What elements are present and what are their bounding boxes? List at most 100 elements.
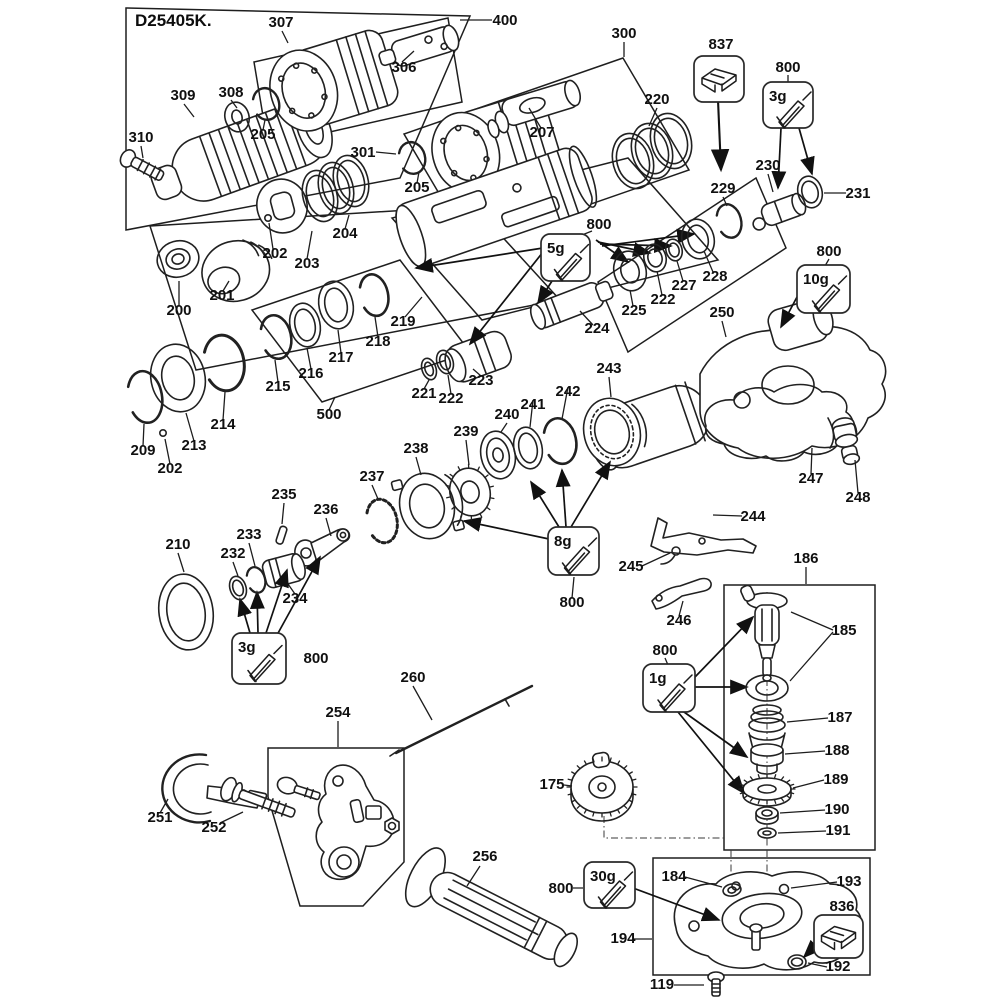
part-screw-119 (707, 971, 725, 997)
group-box-186 (723, 584, 876, 851)
part-label-227: 227 (671, 277, 696, 294)
part-ring (680, 218, 716, 260)
part-label-234: 234 (282, 590, 308, 607)
part-label-191: 191 (825, 822, 850, 839)
part-label-229: 229 (710, 180, 735, 197)
part-label-202: 202 (157, 460, 182, 477)
part-label-222: 222 (438, 390, 463, 407)
part-label-187: 187 (827, 709, 852, 726)
part-label-214: 214 (210, 416, 236, 433)
part-label-837: 837 (708, 36, 733, 53)
part-label-225: 225 (621, 302, 646, 319)
part-label-240: 240 (494, 406, 519, 423)
part-label-836: 836 (829, 898, 854, 915)
part-depth-rod-260 (389, 684, 534, 757)
part-cylinder-219 (395, 145, 598, 268)
part-label-800: 800 (816, 243, 841, 260)
part-ring (722, 883, 742, 897)
part-label-233: 233 (236, 526, 261, 543)
part-ring (611, 132, 655, 190)
grease-amount-label: 1g (649, 670, 667, 687)
part-label-185: 185 (831, 622, 856, 639)
part-label-205: 205 (250, 126, 275, 143)
part-label-245: 245 (618, 558, 643, 575)
grease-packet-3g: 3g (231, 632, 287, 685)
part-label-184: 184 (661, 868, 687, 885)
part-ring (156, 239, 200, 279)
part-circlip (251, 87, 281, 122)
part-piston-234 (261, 553, 306, 589)
part-ring (149, 343, 207, 413)
part-ring (649, 112, 693, 170)
part-gear-hub (460, 480, 480, 504)
part-label-222: 222 (650, 291, 675, 308)
parts-layer (119, 24, 887, 997)
part-label-217: 217 (328, 349, 353, 366)
grease-packet-30g: 30g (583, 861, 636, 909)
part-bearing-190 (755, 806, 779, 825)
grease-packet-8g: 8g (547, 526, 600, 576)
part-label-230: 230 (755, 157, 780, 174)
part-label-308: 308 (218, 84, 243, 101)
part-ring (228, 575, 248, 601)
part-label-306: 306 (391, 59, 416, 76)
part-capnut-201 (201, 239, 273, 303)
part-label-218: 218 (365, 333, 390, 350)
part-ball (778, 883, 790, 895)
leader-lines (140, 19, 859, 986)
part-label-307: 307 (268, 14, 293, 31)
part-label-201: 201 (209, 287, 234, 304)
part-label-800: 800 (303, 650, 328, 667)
clip-kit-box (813, 914, 864, 959)
part-label-190: 190 (824, 801, 849, 818)
part-label-248: 248 (845, 489, 870, 506)
part-label-194: 194 (610, 930, 636, 947)
part-ring (171, 253, 185, 265)
part-clamp-arm-254 (276, 764, 400, 881)
part-label-246: 246 (666, 612, 691, 629)
grease-amount-label: 8g (554, 533, 572, 550)
part-ring (157, 573, 215, 651)
part-label-254: 254 (325, 704, 351, 721)
part-label-237: 237 (359, 468, 384, 485)
part-bolt-252 (220, 776, 296, 818)
part-label-204: 204 (332, 225, 358, 242)
part-circlip (245, 566, 267, 594)
part-ring (223, 101, 251, 133)
part-label-244: 244 (740, 508, 766, 525)
part-label-202: 202 (262, 245, 287, 262)
clip-kit-box (693, 55, 745, 103)
part-clutch-housing-307 (269, 29, 399, 132)
part-label-252: 252 (201, 819, 226, 836)
part-sleeve-188 (750, 743, 784, 775)
part-circlip (259, 313, 293, 361)
part-ring (630, 122, 674, 180)
part-label-192: 192 (825, 958, 850, 975)
part-label-207: 207 (529, 124, 554, 141)
part-ring (745, 674, 789, 702)
part-circlip (542, 417, 578, 466)
part-washer-191 (757, 827, 777, 839)
part-label-209: 209 (130, 442, 155, 459)
part-label-256: 256 (472, 848, 497, 865)
part-circlip (358, 273, 390, 318)
part-ring (664, 238, 684, 262)
part-crank-185 (740, 584, 788, 682)
grease-amount-label: 10g (803, 271, 829, 288)
part-label-224: 224 (584, 320, 610, 337)
part-label-210: 210 (165, 536, 190, 553)
clip-kits-layer (693, 55, 864, 959)
part-label-247: 247 (798, 470, 823, 487)
part-piston-224 (529, 280, 614, 330)
part-label-203: 203 (294, 255, 319, 272)
part-label-205: 205 (404, 179, 429, 196)
part-label-219: 219 (390, 313, 415, 330)
part-circlip (126, 369, 164, 424)
part-cap-203 (256, 178, 308, 234)
part-label-800: 800 (652, 642, 677, 659)
part-label-800: 800 (775, 59, 800, 76)
part-label-175: 175 (539, 776, 564, 793)
part-label-800: 800 (548, 880, 573, 897)
part-label-186: 186 (793, 550, 818, 567)
